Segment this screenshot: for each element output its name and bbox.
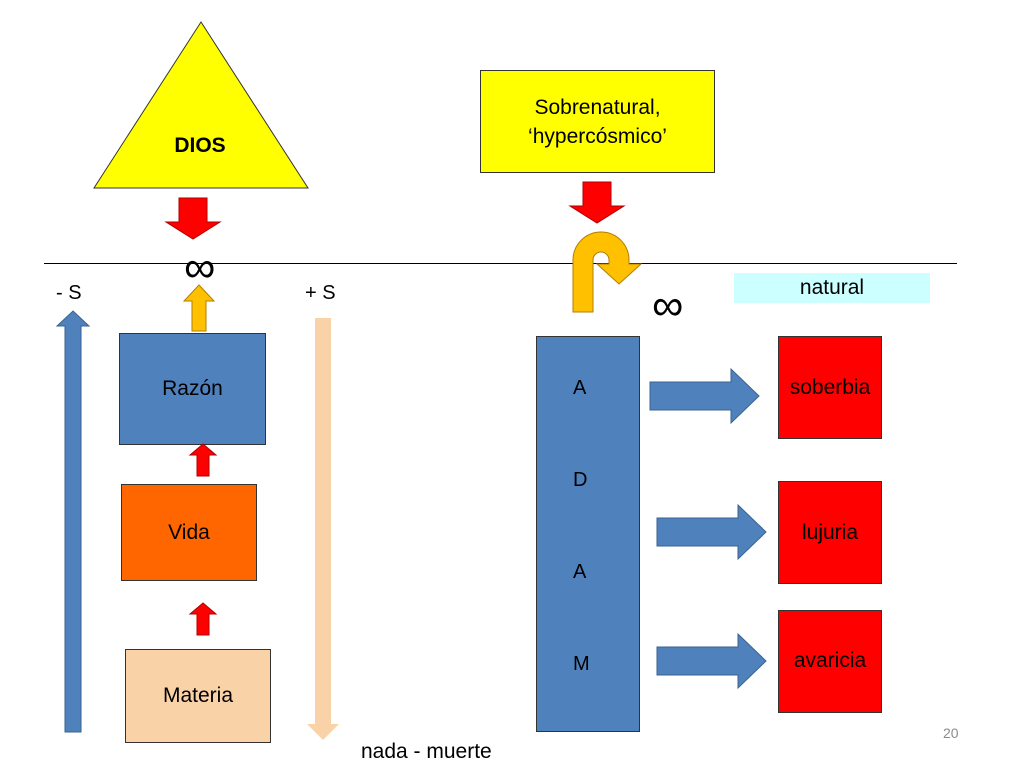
natural-label-box: natural [734,273,930,303]
blue-right-arrow-soberbia [649,367,760,425]
avaricia-box: avaricia [778,610,882,713]
materia-label: Materia [162,684,234,707]
gold-u-turn-arrow [572,231,643,313]
adam-letter-a2: A [573,561,587,583]
red-up-arrow-lower [188,602,218,636]
peach-down-arrow-long [307,318,339,740]
dios-label: DIOS [174,134,226,157]
slide-number: 20 [943,725,959,741]
vida-box: Vida [121,484,257,581]
adam-letter-m: M [573,653,590,675]
infinity-right: ∞ [652,281,684,330]
lujuria-label: lujuria [801,520,859,544]
natural-supernatural-divider [44,263,957,264]
adam-letter-a1: A [573,377,587,399]
materia-box: Materia [125,649,271,743]
blue-up-arrow-long [55,310,91,733]
blue-right-arrow-avaricia [656,632,767,690]
adam-letter-d: D [573,469,588,491]
adam-column: A D A M [536,336,640,732]
dios-triangle [93,21,309,189]
red-up-arrow-upper [188,443,218,477]
gold-up-arrow [182,284,216,332]
avaricia-label: avaricia [793,649,867,672]
sobrenatural-line-2: ‘hypercósmico’ [528,124,667,148]
razon-label: Razón [162,377,223,400]
red-down-arrow-dios [164,197,222,240]
natural-label: natural [799,276,865,299]
red-down-arrow-sobrenatural [568,181,626,224]
soberbia-label: soberbia [789,375,871,399]
minus-s-label: - S [56,282,82,304]
vida-label: Vida [168,520,210,544]
blue-right-arrow-lujuria [656,503,767,561]
razon-box: Razón [119,333,266,445]
sobrenatural-line-1: Sobrenatural, [534,95,661,119]
infinity-left: ∞ [184,243,216,292]
sobrenatural-box: Sobrenatural, ‘hypercósmico’ [480,70,715,173]
lujuria-box: lujuria [778,481,882,584]
nada-muerte-label: nada - muerte [361,740,492,763]
soberbia-box: soberbia [778,336,882,439]
plus-s-label: + S [305,282,336,304]
